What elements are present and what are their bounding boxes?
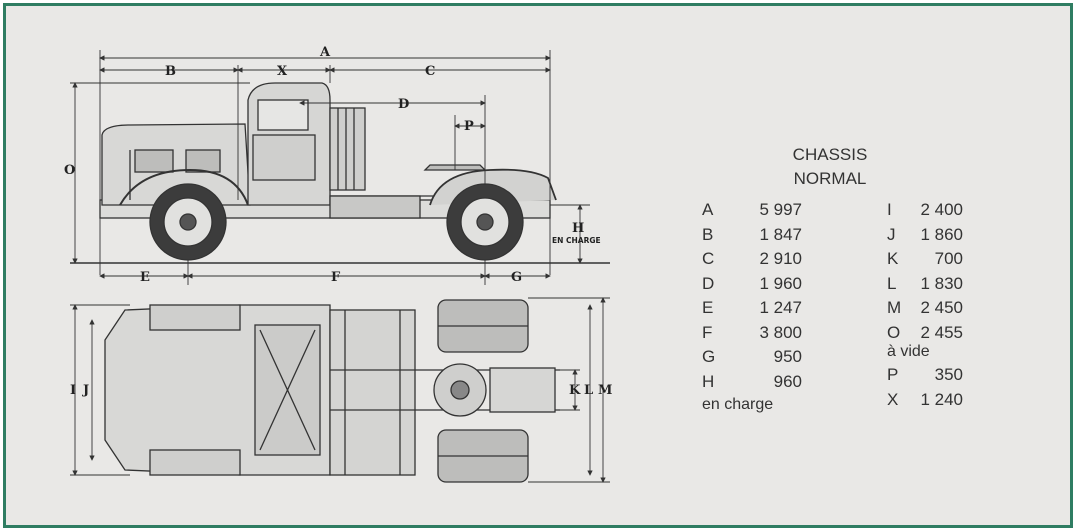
label-C: C <box>425 64 435 79</box>
label-J: J <box>82 383 89 398</box>
label-A: A <box>319 45 331 60</box>
side-view <box>70 82 610 264</box>
label-E: E <box>140 270 150 285</box>
label-L: L <box>584 383 593 398</box>
top-view <box>104 299 560 483</box>
label-K: K <box>569 383 581 398</box>
top-dimensions <box>70 297 610 483</box>
chassis-title: CHASSIS NORMAL <box>760 143 900 191</box>
label-X: X <box>277 64 288 79</box>
label-G: G <box>511 270 522 285</box>
label-D: D <box>398 97 409 112</box>
side-dimensions <box>70 50 590 285</box>
label-O: O <box>64 163 75 178</box>
label-H: H <box>572 221 584 236</box>
label-I: I <box>70 383 76 398</box>
title-line-2: NORMAL <box>793 169 867 188</box>
label-H-note: EN CHARGE <box>552 236 601 245</box>
label-F: F <box>331 270 341 285</box>
dimension-labels: A B X C D P O H EN CHARGE E F G I J K L … <box>64 45 612 398</box>
label-P: P <box>464 119 474 134</box>
title-line-1: CHASSIS <box>792 145 868 164</box>
label-B: B <box>165 64 176 79</box>
spec-note-a-vide: à vide <box>887 343 930 360</box>
spec-note-en-charge: en charge <box>702 396 774 413</box>
label-M: M <box>598 383 612 398</box>
